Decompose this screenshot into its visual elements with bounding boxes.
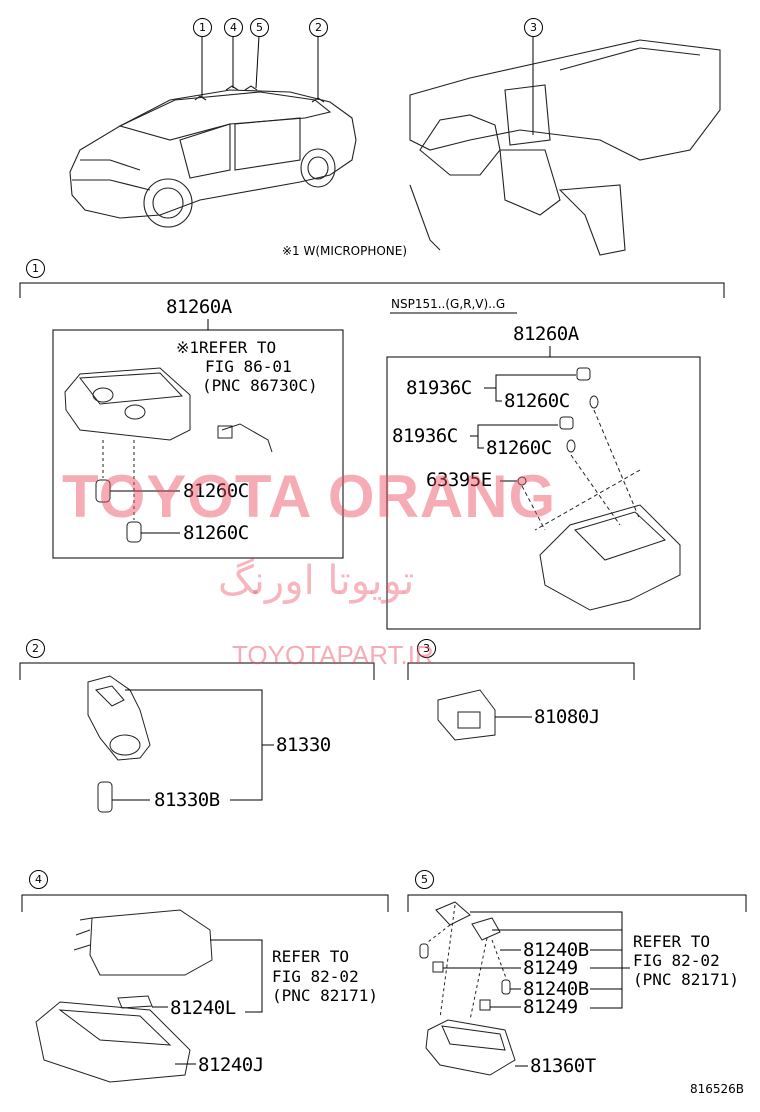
section-1-frame: [19, 282, 725, 298]
watermark-brand: TOYOTA ORANG: [62, 463, 557, 530]
dashboard-illustration: [409, 39, 721, 256]
section-4-marker: 4: [29, 870, 48, 889]
car-illustration: [69, 85, 357, 228]
part-81936C-a: 81936C: [406, 377, 472, 399]
part-81249-a: 81249: [523, 957, 578, 979]
part-81260C-d: 81260C: [486, 437, 552, 459]
part-81260C-c: 81260C: [504, 390, 570, 412]
part-81260C-a: 81260C: [183, 480, 249, 502]
map-lamp-left-drawing: [64, 367, 273, 543]
refer-line-2: FIG 86-01: [205, 357, 292, 376]
refer-line-1: ※1REFER TO: [176, 338, 277, 357]
callout-1: 1: [193, 18, 212, 37]
s4-refer-line-3: (PNC 82171): [272, 986, 378, 1005]
callout-5: 5: [250, 18, 269, 37]
section-3-frame: [407, 662, 635, 680]
switch-drawing: [437, 689, 496, 741]
watermark-site: TOYOTAPART.IR: [232, 640, 434, 670]
section-3-marker: 3: [417, 639, 436, 658]
refer-line-3: (PNC 86730C): [202, 376, 318, 395]
section-2-marker: 2: [26, 639, 45, 658]
part-81240L: 81240L: [170, 997, 236, 1019]
section-2-frame: [19, 662, 375, 680]
part-81080J: 81080J: [534, 706, 600, 728]
box-81260A-right: [386, 356, 701, 630]
microphone-note: ※1 W(MICROPHONE): [282, 244, 408, 258]
s5-refer-line-2: FIG 82-02: [633, 951, 720, 970]
part-81260A-right: 81260A: [513, 323, 579, 345]
s5-refer-line-1: REFER TO: [633, 932, 711, 951]
map-lamp-right-drawing: [517, 367, 681, 611]
watermark-persian: تویوتا اورنگ: [218, 558, 415, 604]
room-lamp-drawing: [87, 675, 151, 813]
part-81240J: 81240J: [198, 1054, 264, 1076]
section-5-frame: [407, 894, 747, 912]
personal-lamp-drawing: [35, 909, 213, 1083]
callout-leaders: [201, 35, 534, 135]
part-81260C-b: 81260C: [183, 522, 249, 544]
section-1-marker: 1: [26, 259, 45, 278]
part-81330: 81330: [276, 734, 331, 756]
part-81240B-a: 81240B: [523, 939, 589, 961]
callout-4: 4: [224, 18, 243, 37]
figure-code: 816526B: [690, 1082, 745, 1096]
s4-refer-line-1: REFER TO: [272, 947, 350, 966]
callout-2: 2: [309, 18, 328, 37]
part-63395E: 63395E: [426, 469, 492, 491]
vanity-lamp-drawing: [419, 901, 516, 1076]
s4-refer-line-2: FIG 82-02: [272, 967, 359, 986]
part-81330B: 81330B: [154, 789, 220, 811]
s5-refer-line-3: (PNC 82171): [633, 970, 739, 989]
part-81240B-b: 81240B: [523, 978, 589, 1000]
section-4-frame: [21, 894, 389, 912]
part-81360T: 81360T: [530, 1055, 596, 1077]
variant-label: NSP151..(G,R,V)..G: [391, 297, 506, 311]
part-81249-b: 81249: [523, 996, 578, 1018]
part-81936C-b: 81936C: [392, 425, 458, 447]
section-5-marker: 5: [415, 870, 434, 889]
box-81260A-left: [52, 329, 344, 559]
part-81260A-left: 81260A: [166, 296, 232, 318]
callout-3: 3: [524, 18, 543, 37]
